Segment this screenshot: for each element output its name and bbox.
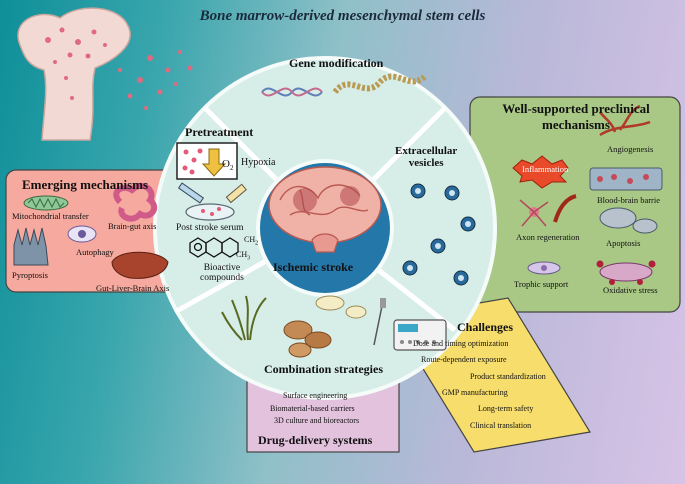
post-stroke-serum-label: Post stroke serum: [176, 223, 244, 233]
blood-brain-barrier-label: Blood-brain barrie: [597, 195, 661, 205]
pyroptosis-label: Pyroptosis: [12, 270, 48, 280]
drug-delivery-surface-engineering: Surface engineering: [283, 391, 348, 400]
bone-illustration: [17, 7, 193, 141]
drug-delivery-title: Drug-delivery systems: [258, 433, 373, 447]
liver-icon: [111, 251, 169, 279]
herbal-slices-icon: [283, 295, 367, 358]
ischemic-stroke-label: Ischemic stroke: [273, 260, 354, 274]
gut-liver-brain-axis-label: Gut-Liver-Brain Axis: [96, 283, 170, 293]
brain-icon: [268, 166, 382, 253]
mitochondria-icon: [23, 195, 69, 211]
axon-regeneration-label: Axon regeneration: [516, 232, 580, 242]
dna-helix-icon: [261, 87, 323, 97]
chem-ch3-label: CH3: [236, 250, 251, 262]
oxidative-stress-label: Oxidative stress: [603, 285, 658, 295]
hypoxia-label: Hypoxia: [241, 157, 276, 168]
hypoxia-icon: [176, 142, 238, 180]
rna-chain-icon: [332, 73, 428, 95]
angiogenesis-icon: [598, 104, 651, 137]
brain-gut-axis-label: Brain-gut axis: [108, 221, 157, 231]
preclinical-title: Well-supported preclinical mechanisms: [502, 101, 650, 132]
gene-modification-label: Gene modification: [289, 56, 384, 70]
challenges-title: Challenges: [457, 320, 514, 334]
angiogenesis-label: Angiogenesis: [607, 144, 654, 154]
combination-strategies-label: Combination strategies: [264, 362, 383, 376]
pretreatment-label: Pretreatment: [185, 125, 254, 139]
blood-brain-barrier-icon: [589, 167, 663, 191]
challenge-route-exposure: Route-dependent exposure: [421, 355, 507, 364]
extracellular-vesicles-icon: [402, 183, 476, 286]
mitochondrial-transfer-label: Mitochondrial transfer: [12, 211, 89, 221]
autophagy-label: Autophagy: [76, 247, 114, 257]
challenge-product-standardization: Product standardization: [470, 372, 546, 381]
herb-plant-icon: [221, 295, 267, 341]
apoptosis-icon: [599, 207, 658, 234]
electro-stimulator-icon: [393, 319, 447, 351]
chemical-structure-icon: [189, 237, 239, 258]
emerging-mechanisms-title: Emerging mechanisms: [22, 177, 149, 192]
apoptosis-label: Apoptosis: [606, 238, 641, 248]
trophic-support-icon: [527, 261, 561, 275]
autophagy-icon: [67, 225, 97, 243]
acupuncture-needle-icon: [373, 298, 386, 346]
bioactive-compounds-label: Bioactive compounds: [200, 263, 244, 283]
intestine-icon: [113, 182, 158, 222]
figure-title: Bone marrow-derived mesenchymal stem cel…: [199, 8, 486, 24]
neuron-icon: [519, 194, 577, 227]
inflammation-label: Inflammation: [522, 164, 569, 174]
chem-ch2-label: CH2: [244, 235, 259, 247]
inflammation-icon: [512, 155, 569, 189]
challenge-gmp-manufacturing: GMP manufacturing: [442, 388, 508, 397]
challenge-clinical-translation: Clinical translation: [470, 421, 532, 430]
drug-delivery-biomaterial-carriers: Biomaterial-based carriers: [270, 404, 355, 413]
drug-delivery-3d-culture: 3D culture and bioreactors: [274, 416, 360, 425]
extracellular-vesicles-label: Extracellular vesicles: [395, 145, 458, 169]
pyroptosis-cell-icon: [13, 227, 49, 266]
challenge-long-term-safety: Long-term safety: [478, 404, 534, 413]
oxidative-stress-icon: [596, 260, 656, 285]
challenge-dose-timing: Dose and timing optimization: [413, 339, 509, 348]
serum-petri-dish-icon: [177, 182, 247, 221]
trophic-support-label: Trophic support: [514, 279, 569, 289]
o2-label: O2: [222, 158, 234, 173]
